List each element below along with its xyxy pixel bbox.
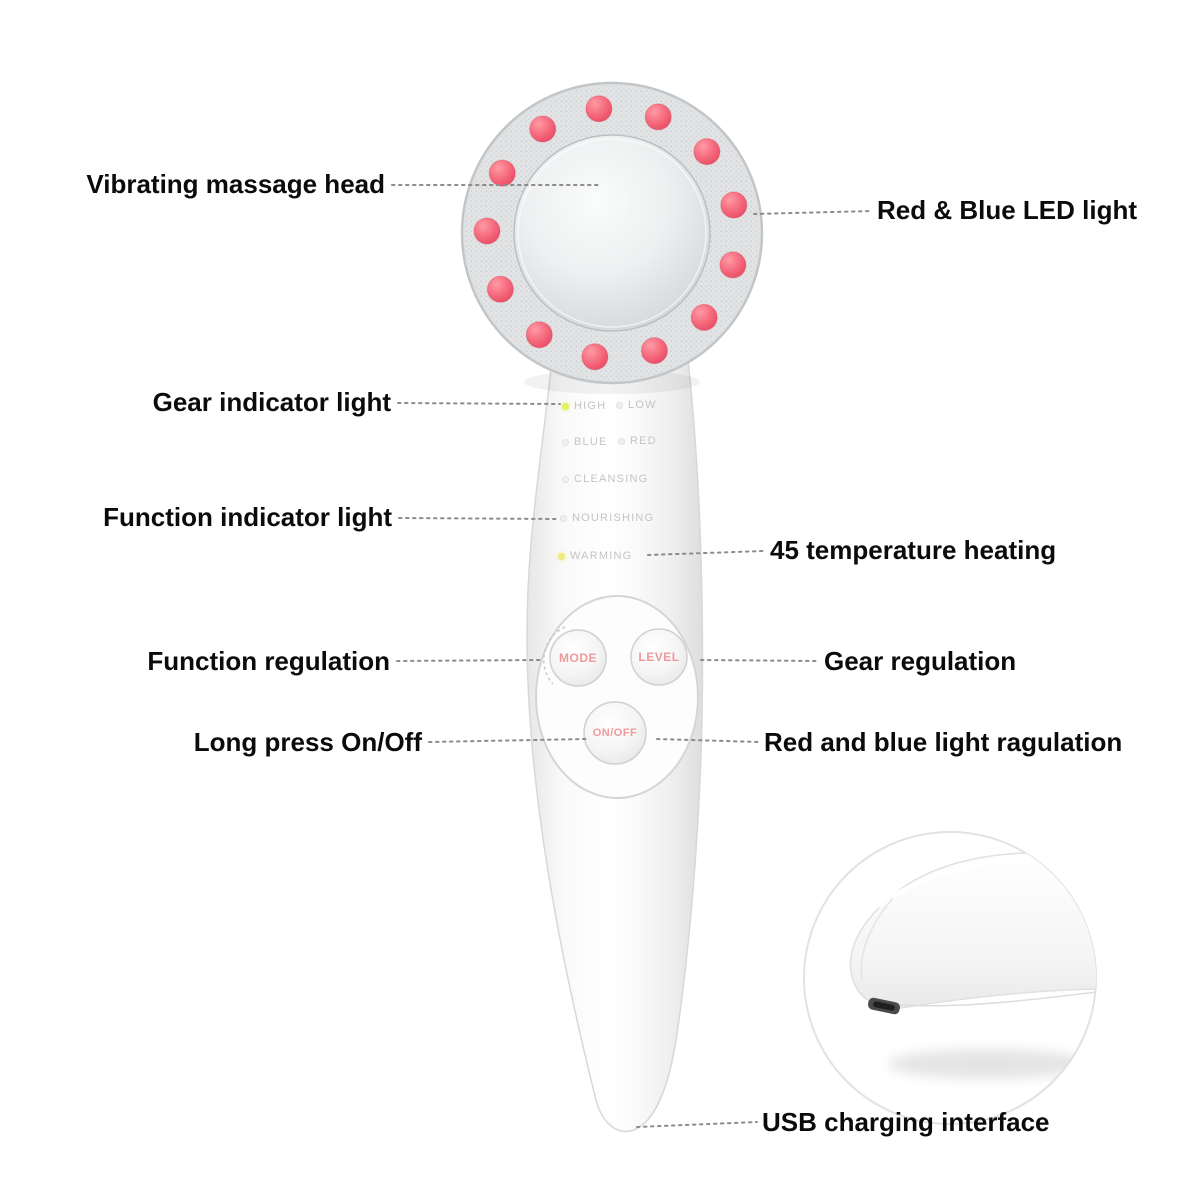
indicator-blue-label: BLUE [574,436,608,448]
mode-button-label: MODE [559,651,597,665]
level-button [630,628,688,686]
indicator-nourishing: NOURISHING [560,512,654,524]
callout-45-temperature-heating: 45 temperature heating [770,535,1057,565]
usb-port [868,997,900,1015]
callout-long-press-onoff: Long press On/Off [193,727,422,757]
led-light [693,138,721,166]
indicator-cleansing-label: CLEANSING [574,473,649,485]
onoff-button-label: ON/OFF [592,727,638,739]
led-light [529,115,557,143]
leader-red-blue-regulation [656,738,760,743]
leader-long-press [428,738,587,743]
indicator-blue: BLUE [562,436,608,448]
led-light [581,343,609,371]
callout-red-blue-light-regulation: Red and blue light ragulation [764,727,1123,757]
led-light [690,303,718,331]
mode-button [549,629,607,687]
led-light [473,217,501,245]
indicator-high: HIGH [562,400,606,412]
callout-gear-regulation: Gear regulation [824,646,1017,676]
indicator-red-dot [618,437,625,445]
device-tip [849,851,1096,1009]
led-light [525,321,553,349]
onoff-button [583,701,647,765]
led-light [488,159,516,187]
panel-arc [543,626,566,685]
callout-function-indicator-light: Function indicator light [103,502,392,532]
led-light [640,337,668,365]
indicator-nourishing-label: NOURISHING [572,512,655,524]
callout-function-regulation: Function regulation [147,646,390,676]
led-light [644,103,672,131]
level-button-label: LEVEL [638,650,680,664]
indicator-low-label: LOW [628,399,657,411]
indicator-high-dot [562,402,569,410]
indicator-red-label: RED [630,435,657,447]
leader-temperature-heating [647,550,764,556]
indicator-warming-dot [558,552,565,560]
indicator-high-label: HIGH [574,400,607,412]
led-light [720,191,748,219]
led-light [486,275,514,303]
leader-lines [391,184,873,1128]
indicator-cleansing-dot [562,475,569,483]
leader-red-blue-led [753,210,873,215]
leader-usb-interface [636,1121,758,1128]
leader-function-regulation [396,659,541,662]
leader-function-indicator [398,517,557,520]
callout-vibrating-massage-head: Vibrating massage head [86,169,385,199]
leader-gear-indicator [397,402,561,405]
indicator-low: LOW [616,399,657,411]
indicator-nourishing-dot [560,514,567,522]
callout-gear-indicator-light: Gear indicator light [152,387,391,417]
massage-head-disc [513,134,711,332]
led-light [585,95,613,123]
led-light [719,251,747,279]
bottom-inset [803,831,1097,1125]
indicator-warming-label: WARMING [570,550,633,562]
callout-red-blue-led-light: Red & Blue LED light [877,195,1137,225]
control-panel [535,595,699,799]
indicator-cleansing: CLEANSING [562,473,648,485]
tip-shadow [888,1049,1088,1079]
led-ring [473,95,748,371]
callout-usb-charging-interface: USB charging interface [762,1107,1050,1137]
indicator-blue-dot [562,438,569,446]
leader-gear-regulation [700,659,820,662]
tip-seam-front [860,897,894,981]
indicator-low-dot [616,401,623,409]
indicator-warming: WARMING [558,550,632,562]
indicator-red: RED [618,435,657,447]
massage-head [460,81,764,394]
